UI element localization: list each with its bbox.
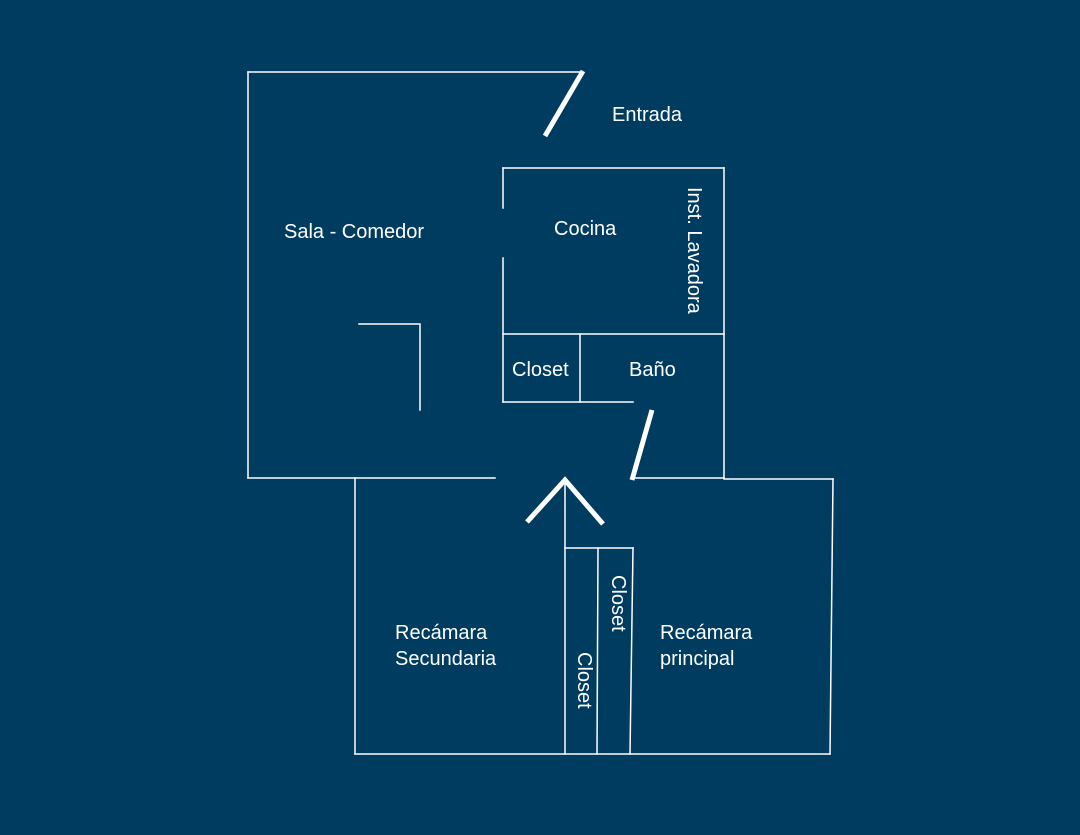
label-recamara-secundaria-1: Recámara xyxy=(395,622,488,644)
bedroom-doors xyxy=(525,476,605,526)
label-sala-comedor: Sala - Comedor xyxy=(284,221,424,243)
label-recamara-principal-2: principal xyxy=(660,648,734,670)
label-cocina: Cocina xyxy=(554,218,617,240)
label-recamara-principal-1: Recámara xyxy=(660,622,753,644)
label-entrada: Entrada xyxy=(612,104,683,126)
label-bano: Baño xyxy=(629,359,676,381)
bathroom-door xyxy=(629,409,655,481)
label-closet-principal: Closet xyxy=(607,575,629,632)
label-closet-bano: Closet xyxy=(512,359,569,381)
entrance-door xyxy=(542,69,586,138)
bedroom-walls xyxy=(354,477,834,755)
closets-right-wall xyxy=(629,547,634,755)
label-lavadora: Inst. Lavadora xyxy=(683,187,705,315)
doors xyxy=(525,69,655,526)
partition-wall xyxy=(358,323,421,411)
sala-comedor-walls xyxy=(247,71,583,479)
label-closet-secundaria: Closet xyxy=(573,652,595,709)
cocina-walls xyxy=(502,167,725,479)
label-recamara-secundaria-2: Secundaria xyxy=(395,648,497,670)
principal-right-wall xyxy=(829,478,834,755)
closets-divider-wall xyxy=(596,547,599,755)
